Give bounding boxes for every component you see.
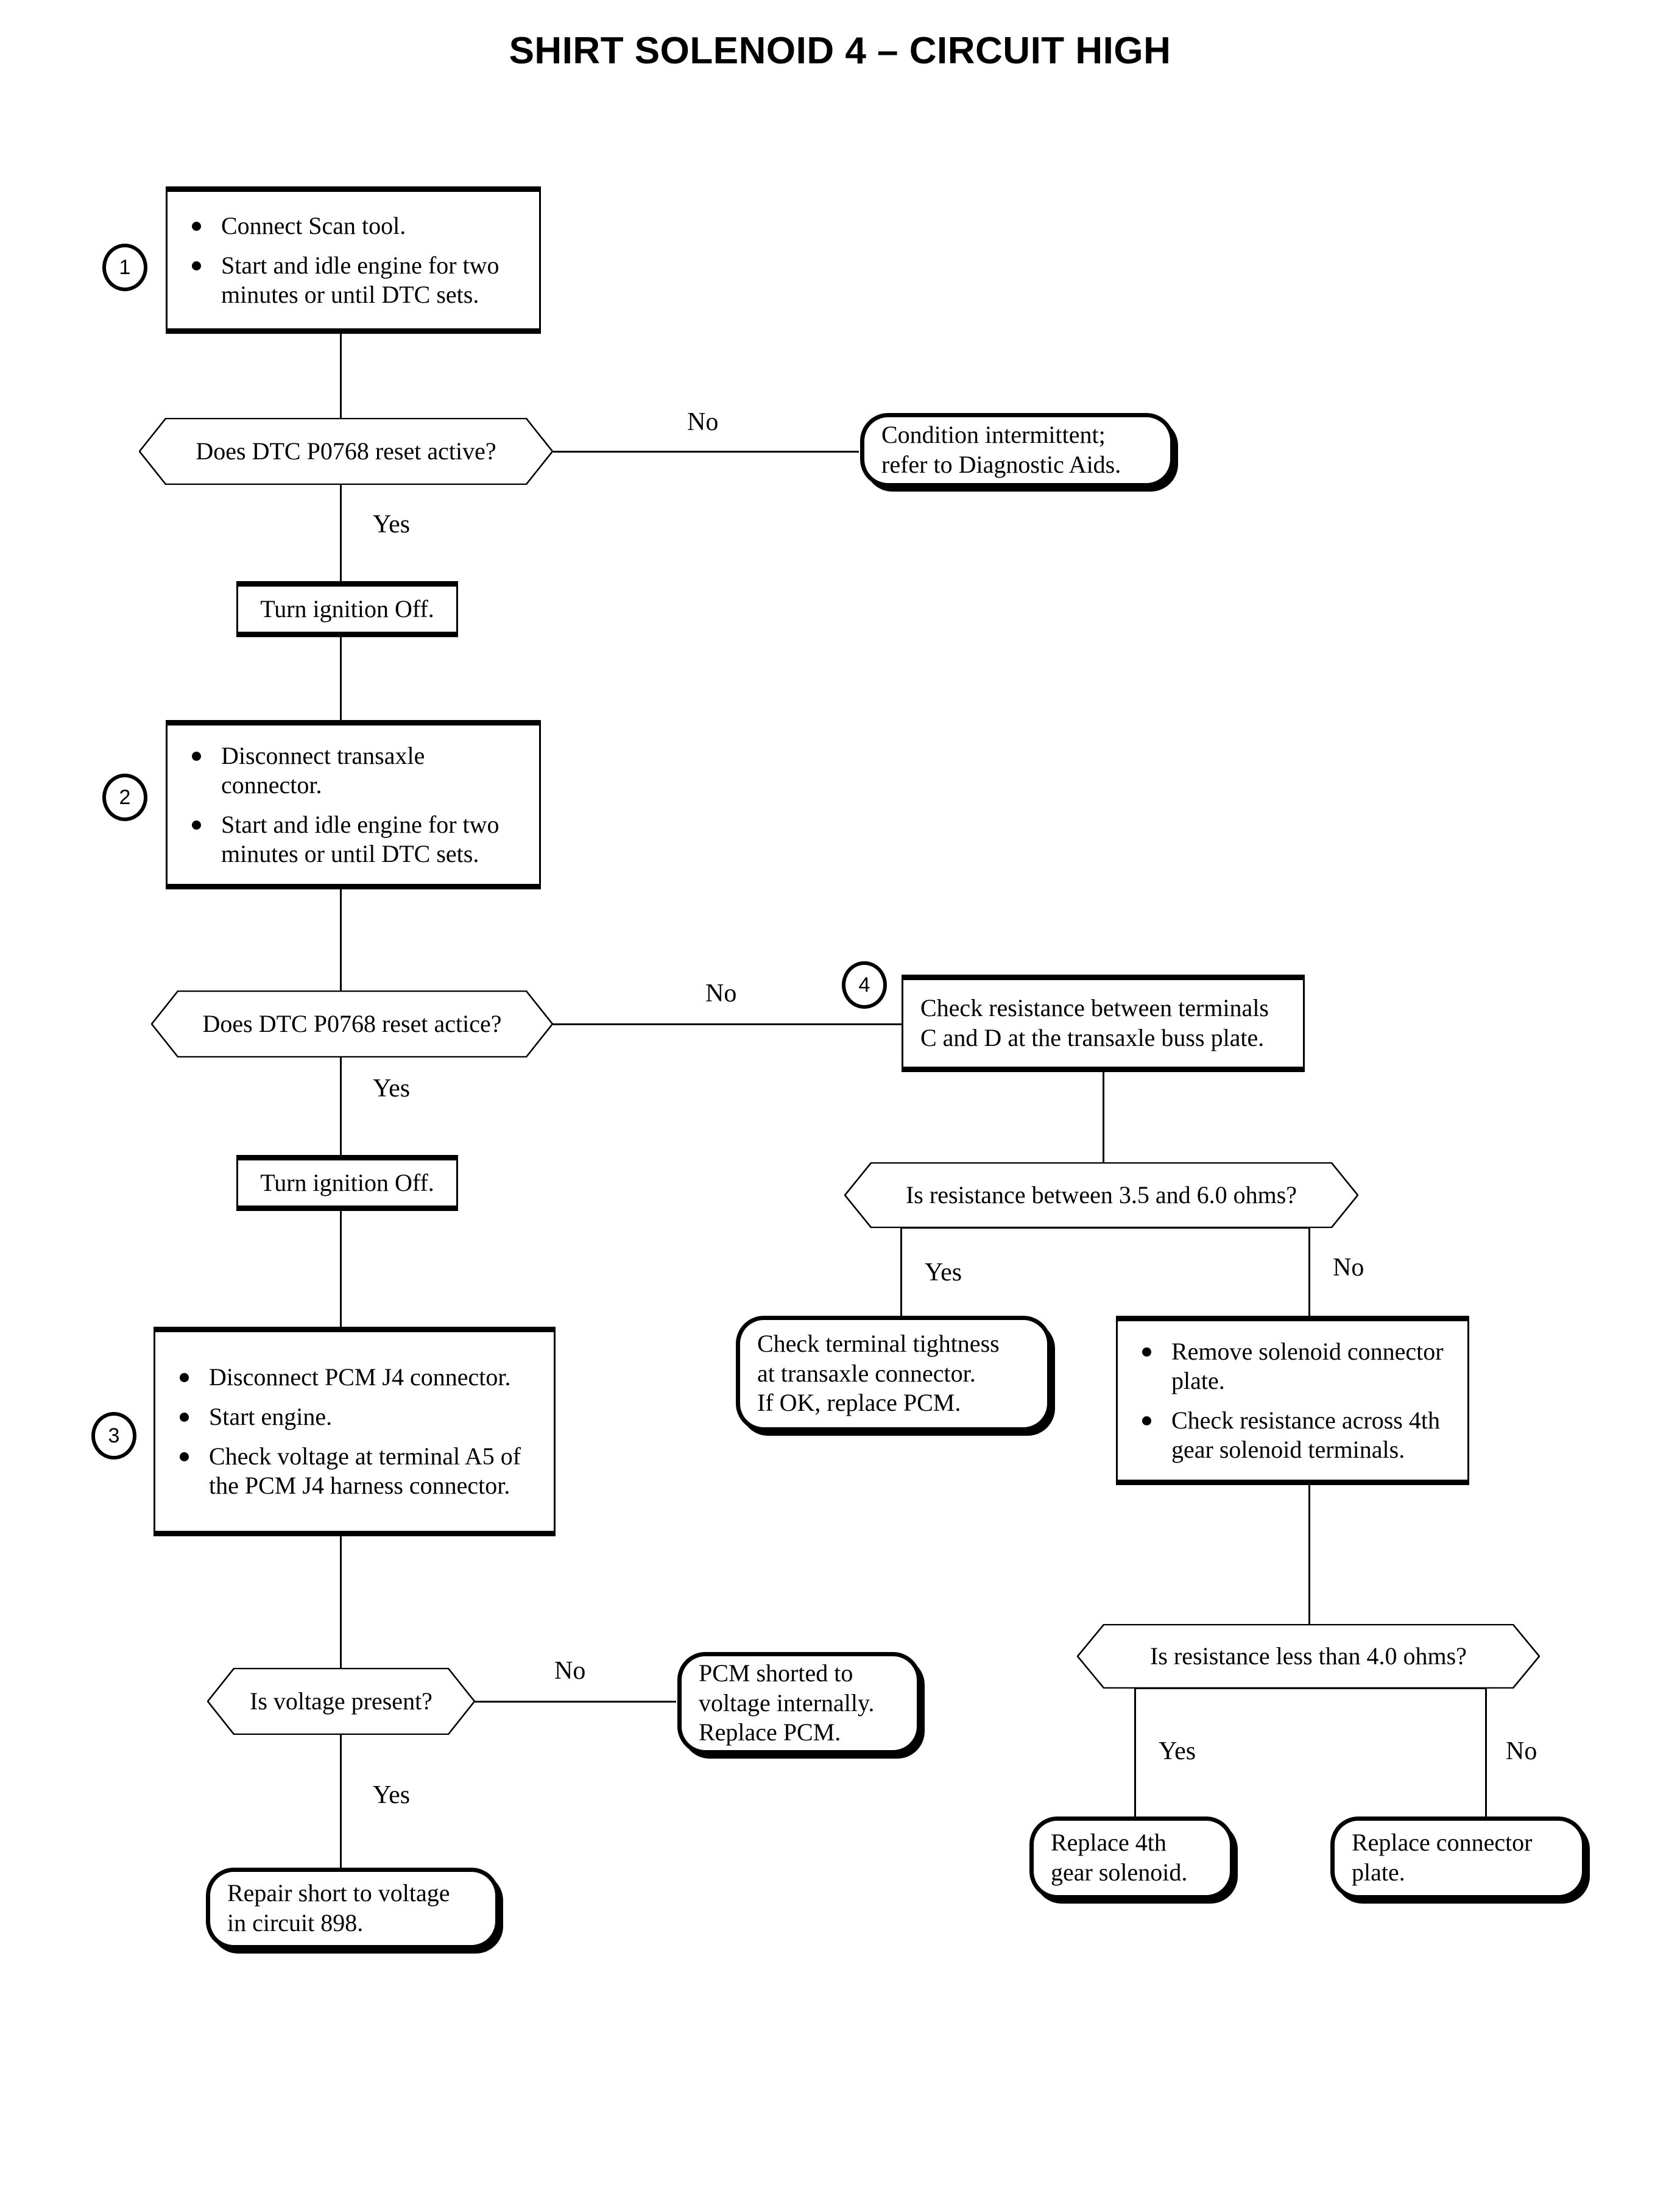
decision-label: Is resistance less than 4.0 ohms? <box>1150 1642 1467 1670</box>
connector-resistance4-no-horizontal <box>1307 1687 1486 1689</box>
connector-step2-to-decision2 <box>340 889 342 992</box>
decision-label: Is resistance between 3.5 and 6.0 ohms? <box>905 1181 1297 1209</box>
terminal-line: Check terminal tightness <box>757 1329 1000 1357</box>
list-item: Check resistance across 4th gear solenoi… <box>1134 1406 1452 1464</box>
decision-dtc-reset-active-2: Does DTC P0768 reset actice? <box>151 990 553 1057</box>
box-label: Turn ignition Off. <box>260 1168 434 1196</box>
list-item: Check voltage at terminal A5 of the PCM … <box>171 1442 538 1500</box>
connector-voltage-yes <box>340 1735 342 1868</box>
terminal-line: gear solenoid. <box>1051 1859 1188 1886</box>
step-number-3: 3 <box>91 1412 136 1460</box>
terminal-line: refer to Diagnostic Aids. <box>881 451 1121 478</box>
hexagon-shape <box>844 1162 1358 1228</box>
connector-to-step2 <box>340 637 342 720</box>
decision-label: Does DTC P0768 reset actice? <box>202 1009 502 1037</box>
step-1-box: Connect Scan tool. Start and idle engine… <box>166 186 541 334</box>
connector-decision2-no <box>553 1023 902 1025</box>
edge-label-yes: Yes <box>925 1259 962 1287</box>
step-3-box: Disconnect PCM J4 connector. Start engin… <box>154 1327 556 1536</box>
step-number-4: 4 <box>842 961 887 1009</box>
connector-step3-to-voltage-decision <box>340 1536 342 1669</box>
terminal-line: at transaxle connector. <box>757 1359 976 1387</box>
terminal-line: Condition intermittent; <box>881 421 1106 449</box>
terminal-line: in circuit 898. <box>227 1909 364 1936</box>
connector-voltage-no <box>475 1701 676 1703</box>
edge-label-no: No <box>554 1657 586 1685</box>
hexagon-shape <box>151 990 553 1057</box>
hexagon-shape <box>207 1668 475 1735</box>
connector-step4-to-resistance-decision <box>1103 1072 1104 1163</box>
step-number-1: 1 <box>102 244 147 291</box>
terminal-line: voltage internally. <box>699 1689 875 1717</box>
decision-resistance-less-than-4: Is resistance less than 4.0 ohms? <box>1077 1624 1540 1689</box>
box-line: C and D at the transaxle buss plate. <box>920 1024 1265 1051</box>
terminal-check-terminal-tightness: Check terminal tightness at transaxle co… <box>736 1316 1051 1432</box>
connector-resistance4-yes-horizontal <box>1134 1687 1310 1689</box>
connector-to-step3 <box>340 1211 342 1327</box>
edge-label-yes: Yes <box>1159 1737 1196 1765</box>
connector-decision2-yes <box>340 1057 342 1155</box>
connector-resistance-no-horizontal <box>1101 1227 1310 1229</box>
terminal-line: Repair short to voltage <box>227 1879 450 1907</box>
edge-label-no: No <box>1333 1254 1364 1282</box>
box-line: Check resistance between terminals <box>920 994 1269 1022</box>
step-2-box: Disconnect transaxle connector. Start an… <box>166 720 541 889</box>
step-number-2: 2 <box>102 774 147 821</box>
terminal-line: If OK, replace PCM. <box>757 1389 961 1417</box>
decision-label: Is voltage present? <box>250 1687 432 1715</box>
step-4-box: Check resistance between terminals C and… <box>902 975 1305 1072</box>
box-label: Turn ignition Off. <box>260 595 434 623</box>
connector-to-resistance4-decision <box>1308 1485 1310 1625</box>
remove-solenoid-box: Remove solenoid connector plate. Check r… <box>1116 1316 1469 1485</box>
terminal-line: PCM shorted to <box>699 1659 853 1687</box>
step-1-bullets: Connect Scan tool. Start and idle engine… <box>168 201 539 320</box>
connector-resistance4-yes <box>1134 1687 1136 1816</box>
remove-solenoid-bullets: Remove solenoid connector plate. Check r… <box>1118 1327 1467 1475</box>
edge-label-no: No <box>1506 1737 1537 1765</box>
list-item: Disconnect PCM J4 connector. <box>171 1363 538 1392</box>
terminal-condition-intermittent: Condition intermittent; refer to Diagnos… <box>860 413 1174 487</box>
connector-decision1-no <box>553 451 859 453</box>
terminal-line: Replace PCM. <box>699 1718 841 1746</box>
terminal-repair-short: Repair short to voltage in circuit 898. <box>206 1868 499 1949</box>
turn-ignition-off-box-2: Turn ignition Off. <box>236 1155 458 1211</box>
connector-resistance-no <box>1308 1227 1310 1316</box>
step-2-bullets: Disconnect transaxle connector. Start an… <box>168 731 539 879</box>
terminal-line: Replace 4th <box>1051 1829 1166 1857</box>
connector-decision1-yes <box>340 485 342 581</box>
list-item: Disconnect transaxle connector. <box>183 741 523 800</box>
page-title: SHIRT SOLENOID 4 – CIRCUIT HIGH <box>509 30 1171 72</box>
connector-step1-to-decision1 <box>340 334 342 419</box>
terminal-line: plate. <box>1352 1859 1405 1886</box>
step-3-bullets: Disconnect PCM J4 connector. Start engin… <box>155 1352 554 1511</box>
terminal-pcm-shorted: PCM shorted to voltage internally. Repla… <box>677 1652 921 1754</box>
edge-label-no: No <box>687 408 719 436</box>
list-item: Start and idle engine for two minutes or… <box>183 251 523 309</box>
edge-label-yes: Yes <box>373 510 411 538</box>
terminal-line: Replace connector <box>1352 1829 1533 1857</box>
decision-resistance-range: Is resistance between 3.5 and 6.0 ohms? <box>844 1162 1358 1228</box>
hexagon-shape <box>1077 1624 1540 1689</box>
edge-label-yes: Yes <box>373 1781 411 1809</box>
decision-is-voltage-present: Is voltage present? <box>207 1668 475 1735</box>
decision-label: Does DTC P0768 reset active? <box>196 437 496 465</box>
edge-label-no: No <box>705 980 737 1008</box>
connector-resistance-yes <box>900 1227 902 1316</box>
decision-dtc-reset-active-1: Does DTC P0768 reset active? <box>139 418 553 485</box>
terminal-replace-solenoid: Replace 4th gear solenoid. <box>1029 1816 1234 1899</box>
list-item: Start engine. <box>171 1402 538 1432</box>
terminal-replace-connector-plate: Replace connector plate. <box>1330 1816 1586 1899</box>
turn-ignition-off-box-1: Turn ignition Off. <box>236 581 458 637</box>
connector-resistance-yes-horizontal <box>900 1227 1104 1229</box>
list-item: Start and idle engine for two minutes or… <box>183 810 523 869</box>
list-item: Remove solenoid connector plate. <box>1134 1337 1452 1396</box>
list-item: Connect Scan tool. <box>183 211 523 241</box>
connector-resistance4-no <box>1485 1687 1487 1816</box>
hexagon-shape <box>139 418 553 485</box>
edge-label-yes: Yes <box>373 1075 411 1103</box>
